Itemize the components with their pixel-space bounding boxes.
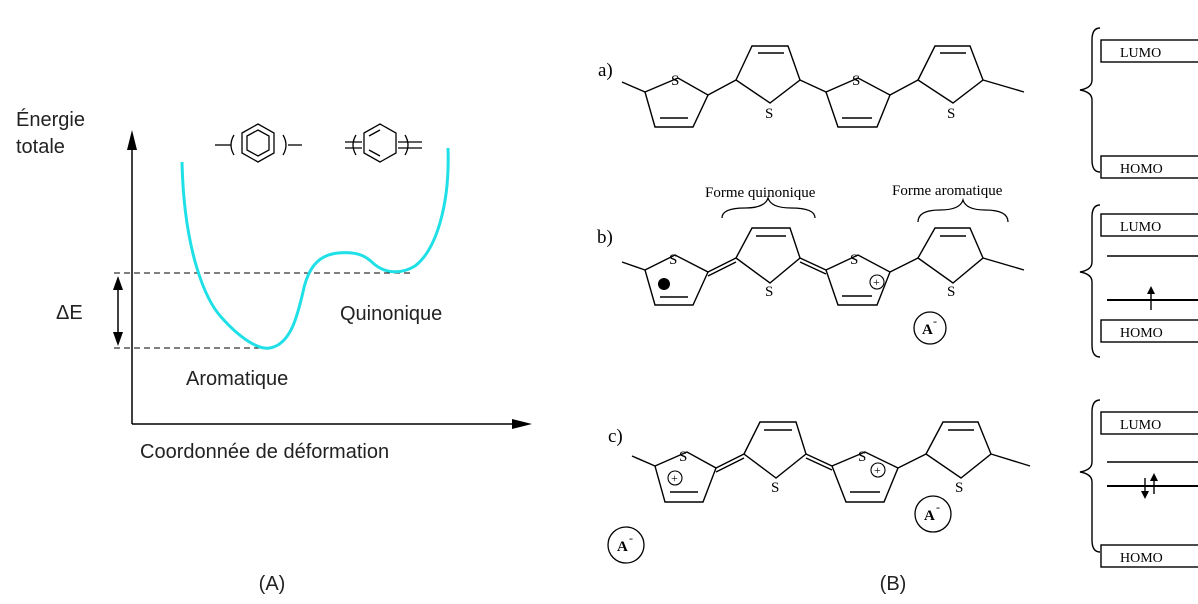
lumo-label: LUMO	[1120, 46, 1161, 61]
homo-label: HOMO	[1120, 551, 1163, 566]
sulfur-label: S	[947, 106, 955, 122]
positive-charge: +	[667, 470, 683, 486]
energy-curve	[180, 147, 450, 350]
svg-text:A: A	[924, 508, 935, 524]
sulfur-label: S	[679, 449, 687, 465]
y-axis-label-line1: Énergie	[16, 108, 85, 131]
delta-e-label: ΔE	[56, 302, 83, 324]
caption-a: (A)	[259, 573, 286, 595]
svg-text:A: A	[922, 322, 933, 338]
y-axis-label-line2: totale	[16, 136, 65, 158]
homo-label: HOMO	[1120, 162, 1163, 177]
svg-text:+: +	[873, 275, 880, 289]
row-c-letter: c)	[608, 426, 623, 447]
counter-anion: A -	[607, 526, 645, 564]
aromatic-brace	[917, 197, 1009, 223]
panel-a: Énergie totale Coordonnée de déformation…	[16, 108, 532, 595]
sulfur-label: S	[955, 480, 963, 496]
sulfur-label: S	[771, 480, 779, 496]
lumo-label: LUMO	[1120, 418, 1161, 433]
radical-dot	[658, 278, 670, 290]
sulfur-label: S	[947, 284, 955, 300]
svg-text:A: A	[617, 539, 628, 555]
counter-anion: A -	[913, 311, 947, 345]
caption-b: (B)	[880, 573, 907, 595]
quinonic-form-label: Forme quinonique	[705, 185, 816, 201]
quinonic-brace	[721, 195, 816, 219]
aromatic-label: Aromatique	[186, 368, 288, 390]
lumo-label: LUMO	[1120, 220, 1161, 235]
positive-charge: +	[869, 274, 885, 290]
row-b-thiophene-chain	[621, 227, 1025, 306]
delta-arrow-down	[113, 332, 123, 346]
x-axis-arrow	[512, 419, 532, 429]
sulfur-label: S	[765, 106, 773, 122]
svg-text:-: -	[936, 500, 940, 514]
row-a-energy-diagram: LUMO HOMO	[1079, 27, 1198, 179]
row-b-energy-diagram: LUMO HOMO	[1079, 204, 1198, 358]
homo-label: HOMO	[1120, 326, 1163, 341]
row-b: b) S S S S	[597, 204, 1198, 358]
aromatic-benzene-icon	[215, 123, 302, 163]
quinonic-benzene-icon	[345, 123, 422, 163]
panel-b: a) S S S S	[597, 27, 1198, 595]
svg-text:+: +	[671, 471, 678, 485]
sulfur-label: S	[765, 284, 773, 300]
svg-text:+: +	[874, 463, 881, 477]
row-c-thiophene-chain	[631, 421, 1031, 503]
counter-anion: A -	[914, 495, 952, 533]
y-axis-arrow	[127, 130, 137, 150]
sulfur-label: S	[852, 73, 860, 89]
sulfur-label: S	[671, 73, 679, 89]
sulfur-label: S	[850, 252, 858, 268]
row-b-letter: b)	[597, 227, 613, 248]
row-a-letter: a)	[598, 60, 613, 81]
quinonic-label: Quinonique	[340, 303, 442, 325]
x-axis-label: Coordonnée de déformation	[140, 441, 389, 463]
svg-text:-: -	[933, 314, 937, 328]
row-a-thiophene-chain	[621, 45, 1025, 128]
row-c-energy-diagram: LUMO HOMO	[1079, 399, 1198, 568]
row-a: a) S S S S	[598, 27, 1198, 179]
row-c: c) S S S S	[607, 399, 1198, 568]
positive-charge: +	[870, 462, 886, 478]
aromatic-form-label: Forme aromatique	[892, 183, 1003, 199]
sulfur-label: S	[669, 252, 677, 268]
sulfur-label: S	[858, 449, 866, 465]
delta-arrow-up	[113, 276, 123, 290]
svg-text:-: -	[629, 531, 633, 545]
